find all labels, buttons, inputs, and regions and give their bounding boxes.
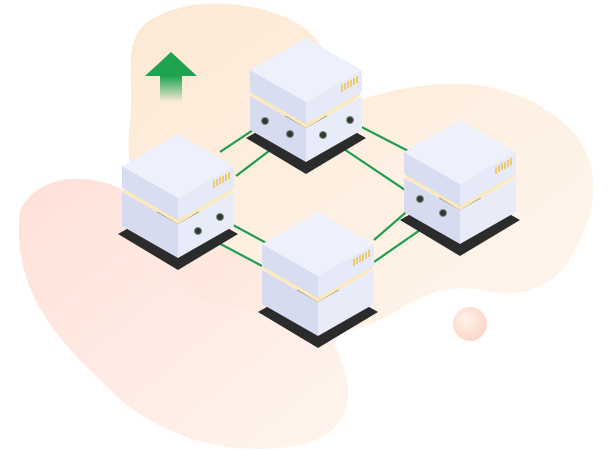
decorative-dot <box>453 307 487 341</box>
